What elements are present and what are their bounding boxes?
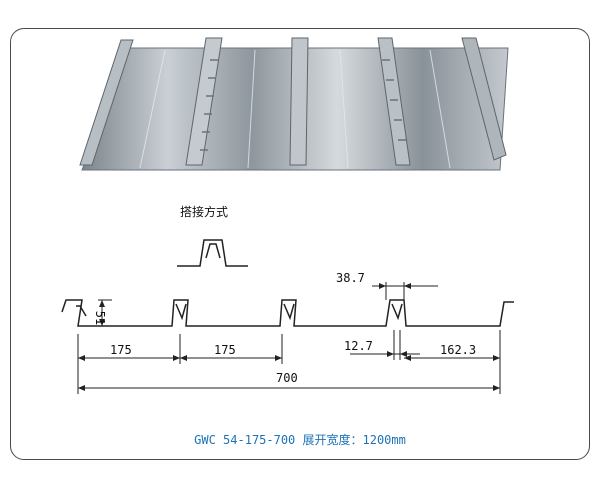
steel-deck-photo xyxy=(79,37,509,171)
joint-title: 搭接方式 xyxy=(180,204,228,219)
dim-edge: 162.3 xyxy=(440,343,476,357)
dim-pitch-1: 175 xyxy=(110,343,132,357)
product-caption: GWC 54-175-700 展开宽度：1200mm xyxy=(194,432,406,447)
dim-rib-bottom: 12.7 xyxy=(344,339,373,353)
profile-section xyxy=(61,299,514,327)
dim-pitch-2: 175 xyxy=(214,343,236,357)
dim-height: 51 xyxy=(93,311,107,325)
lap-joint-icon xyxy=(177,239,248,267)
dim-overall: 700 xyxy=(276,371,298,385)
dim-rib-top: 38.7 xyxy=(336,271,365,285)
